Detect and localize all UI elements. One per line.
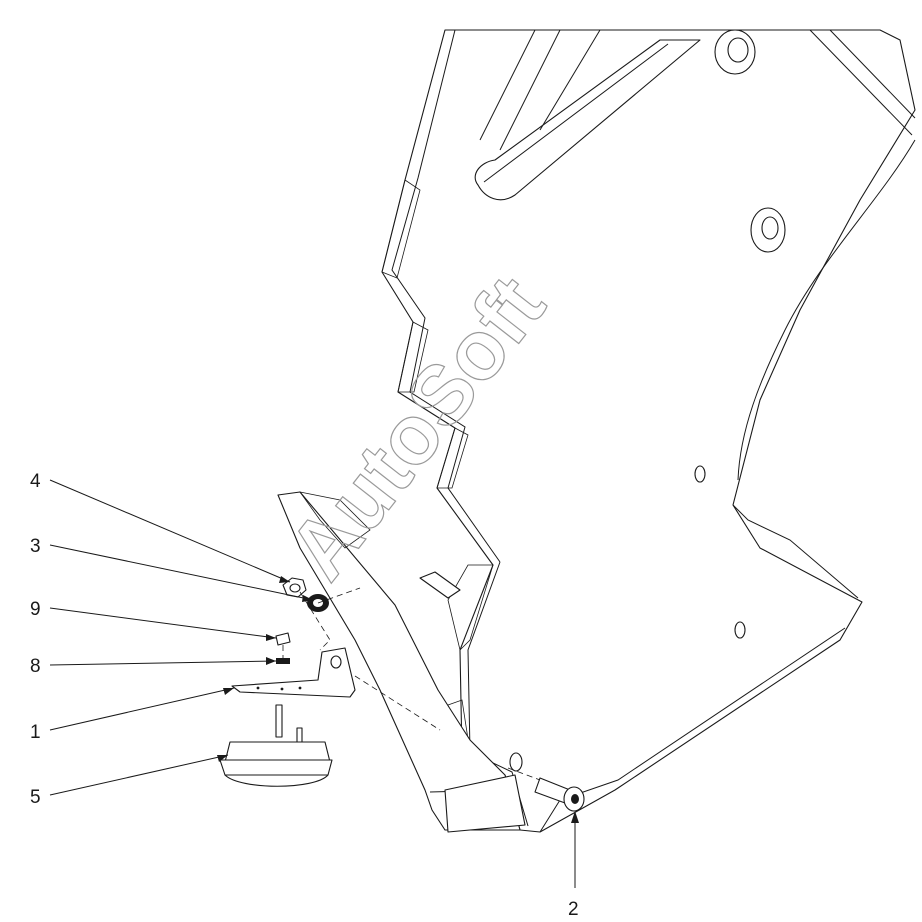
small-hole-bolt <box>509 752 523 772</box>
mounting-tab <box>277 491 526 833</box>
part-1-plate <box>231 647 356 698</box>
upper-slot <box>474 39 701 201</box>
callout-8: 8 <box>30 656 41 677</box>
main-bracket <box>381 29 916 833</box>
callout-3: 3 <box>30 536 41 557</box>
callout-1: 1 <box>30 722 41 743</box>
callouts: 4 3 9 8 1 5 2 <box>30 471 579 920</box>
callout-2: 2 <box>568 899 579 920</box>
assembly-axes <box>282 587 541 781</box>
small-hole-lower <box>734 621 746 639</box>
part-2-bolt <box>534 777 585 812</box>
part-8-washer <box>276 658 290 664</box>
part-9-spacer <box>275 632 291 646</box>
boss-hole-top <box>714 29 756 75</box>
callout-4: 4 <box>30 471 41 492</box>
boss-hole-middle <box>750 207 786 253</box>
small-hole-upper <box>694 465 706 483</box>
part-5-lamp <box>219 704 333 787</box>
callout-5: 5 <box>30 787 41 808</box>
callout-9: 9 <box>30 599 41 620</box>
